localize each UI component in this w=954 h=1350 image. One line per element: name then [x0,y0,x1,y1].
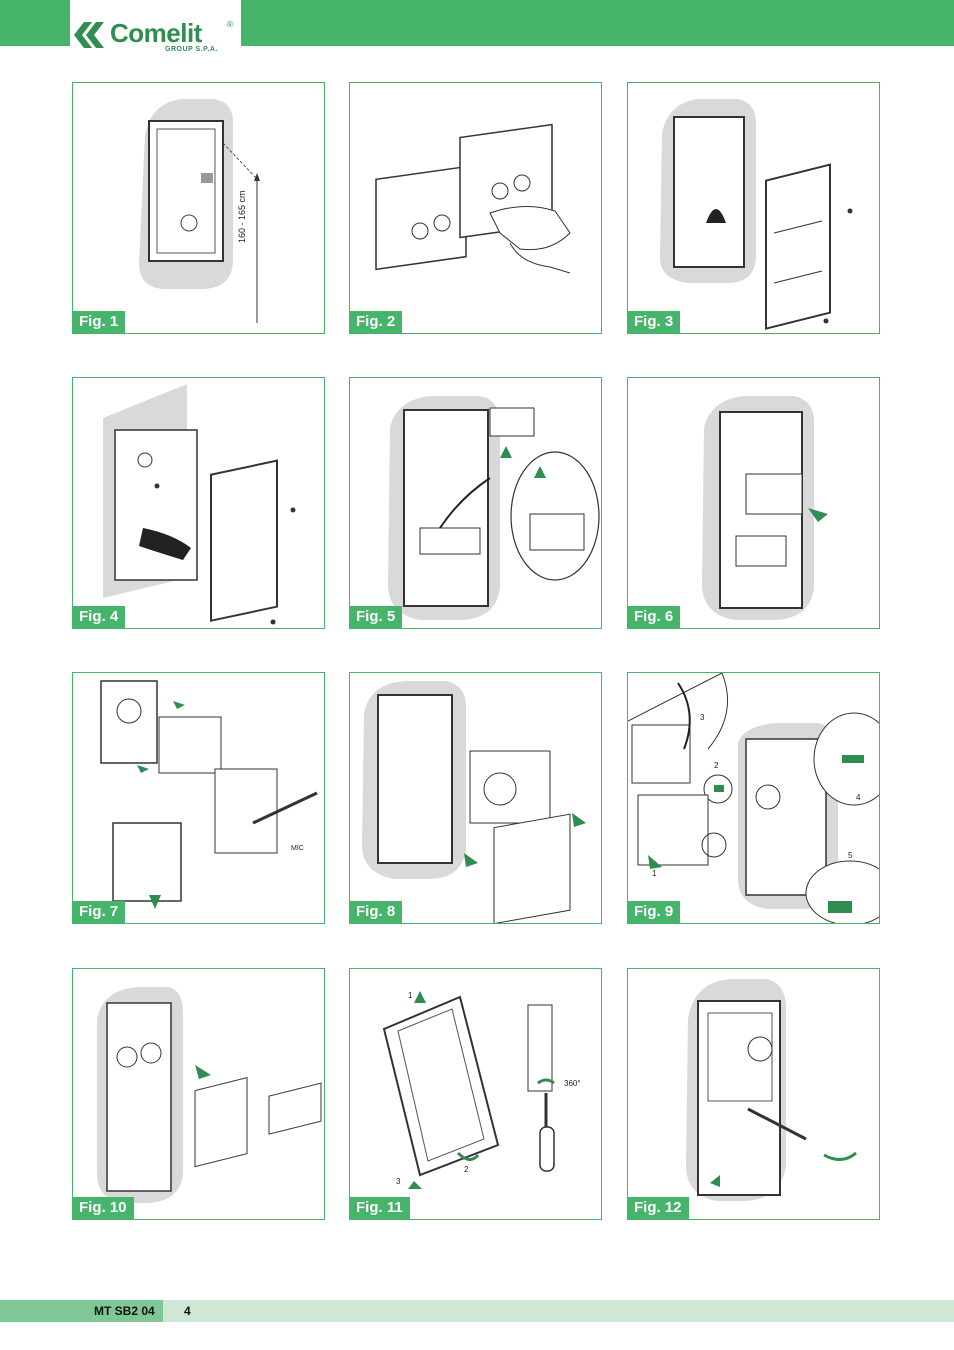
wiring-connection-illustration [388,396,600,620]
figure-8-panel: Fig. 8 [349,672,602,924]
figure-10-panel: Fig. 10 [72,968,325,1220]
figure-11-panel: 1 2 3 360° Fig. 11 [349,968,602,1220]
footer-bar: MT SB2 04 4 [0,1300,954,1322]
figure-4-panel: Fig. 4 [72,377,325,629]
fig-5-label: Fig. 5 [350,606,403,628]
mic-annotation: MIC [291,845,304,852]
terminal-block-illustration [702,396,828,620]
fig-11-label: Fig. 11 [350,1197,410,1219]
module-insertion-illustration [362,681,586,923]
fig-1-label: Fig. 1 [73,311,126,333]
comelit-mark-icon [74,22,104,48]
fig-2-label: Fig. 2 [350,311,403,333]
fig-8-label: Fig. 8 [350,901,403,923]
brand-registered: ® [227,20,233,29]
brand-subtitle: GROUP S.P.A. [165,46,218,53]
fig-10-label: Fig. 10 [73,1197,134,1219]
final-screw-illustration [686,979,857,1201]
figure-6-panel: Fig. 6 [627,377,880,629]
footer-accent [0,1300,163,1322]
step-2-annotation: 2 [714,761,719,770]
step-3-annotation: 3 [700,713,705,722]
step-3-annotation: 3 [396,1177,401,1186]
fig-6-label: Fig. 6 [628,606,681,628]
step-2-annotation: 2 [464,1165,469,1174]
fig-4-label: Fig. 4 [73,606,126,628]
document-code: MT SB2 04 [94,1304,155,1318]
wall-box-frame-illustration [103,384,296,625]
module-assembly-illustration [100,680,318,909]
rotation-annotation: 360° [564,1079,581,1088]
figure-5-panel: Fig. 5 [349,377,602,629]
figure-9-panel: 3 2 4 1 5 Fig. 9 [627,672,880,924]
height-annotation: 160 - 165 cm [237,190,247,243]
brand-logo: Comelit ® GROUP S.P.A. [70,0,241,56]
panel-wiring-illustration [628,673,879,923]
frame-mounting-illustration [660,99,853,330]
fig-7-label: Fig. 7 [73,901,126,923]
figure-2-panel: Fig. 2 [349,82,602,334]
figure-3-panel: Fig. 3 [627,82,880,334]
name-label-illustration [97,987,322,1203]
brand-name: Comelit [110,18,202,48]
flush-box-illustration [139,99,260,323]
step-4-annotation: 4 [856,793,861,802]
fig-9-label: Fig. 9 [628,901,681,923]
figure-1-panel: 160 - 165 cm Fig. 1 [72,82,325,334]
box-joining-illustration [375,123,571,274]
fig-12-label: Fig. 12 [628,1197,689,1219]
page-number: 4 [184,1304,191,1318]
step-1-annotation: 1 [652,869,657,878]
figure-12-panel: Fig. 12 [627,968,880,1220]
step-1-annotation: 1 [408,991,413,1000]
step-5-annotation: 5 [848,851,853,860]
figure-7-panel: MIC Fig. 7 [72,672,325,924]
fig-3-label: Fig. 3 [628,311,681,333]
cover-fitting-illustration [382,991,555,1189]
